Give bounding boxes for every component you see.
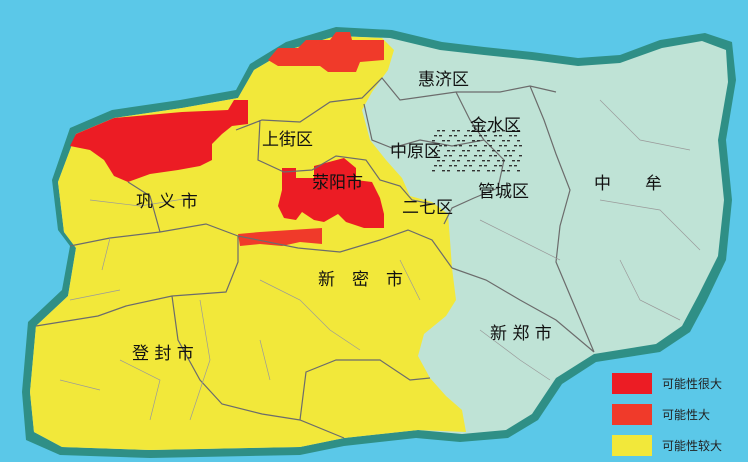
district-label-zhongyuan: 中原区 [390,142,441,162]
legend-swatch-very-high [612,373,652,394]
district-label-xinmi: 新 密 市 [318,270,403,290]
district-label-shangjie: 上街区 [262,130,313,150]
legend-item-high: 可能性大 [612,399,742,430]
district-label-dengfeng: 登 封 市 [132,344,194,364]
legend: 可能性很大 可能性大 可能性较大 [612,368,742,461]
district-label-guancheng: 管城区 [478,182,529,202]
region-high-north [268,32,384,72]
legend-item-very-high: 可能性很大 [612,368,742,399]
region-very-high-west [70,100,248,182]
legend-label: 可能性大 [662,408,711,422]
township-boundaries [59,99,701,421]
district-label-huiji: 惠济区 [418,70,469,90]
district-label-jinshui: 金水区 [470,116,521,136]
legend-item-relatively-high: 可能性较大 [612,430,742,461]
legend-swatch-high [612,404,652,425]
district-label-zhongmou: 中 牟 [594,174,662,194]
district-boundaries [35,77,595,439]
region-very-high-center [278,158,384,228]
district-label-erqi: 二七区 [402,198,453,218]
district-label-xingyang: 荥阳市 [312,173,363,193]
legend-label: 可能性较大 [662,439,723,453]
district-label-gongyi: 巩 义 市 [136,192,198,212]
legend-label: 可能性很大 [662,377,723,391]
district-label-xinzheng: 新 郑 市 [490,324,552,344]
urban-core-cluster [432,130,522,172]
region-high-strip [238,228,322,246]
legend-swatch-relatively-high [612,435,652,456]
